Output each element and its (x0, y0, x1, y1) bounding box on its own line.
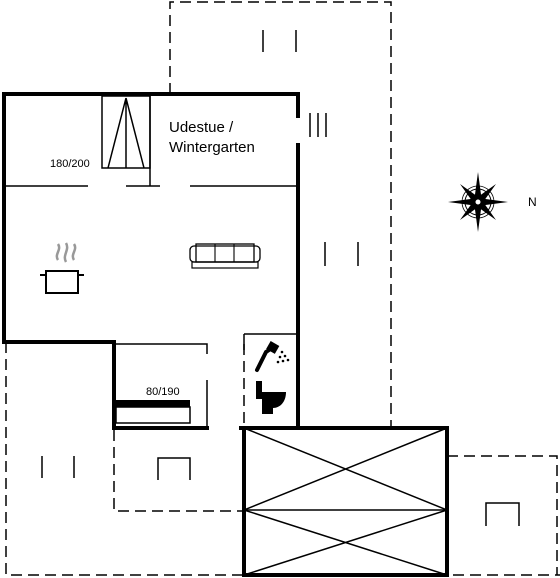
house-walls (2, 92, 449, 430)
outdoor-stools (157, 457, 520, 526)
annex-outline (242, 426, 449, 577)
stool-icon (485, 502, 520, 526)
bed-1-size-label: 180/200 (50, 158, 90, 170)
stool-icon (157, 457, 191, 480)
window-marks (41, 30, 359, 478)
shower-icon (255, 341, 290, 372)
sofa-icon (189, 243, 261, 269)
stair-arrow (107, 97, 145, 169)
compass-rose-icon (448, 172, 508, 232)
bed-2-size-label: 80/190 (146, 386, 180, 398)
bed-icon (115, 400, 191, 424)
lower-terrace-outline (113, 430, 244, 512)
cooking-pot-icon (40, 242, 84, 294)
annex-cross (243, 427, 448, 576)
toilet-icon (256, 381, 286, 414)
sunroom-label-line2: Wintergarten (169, 139, 255, 156)
east-terrace-outline (447, 455, 558, 575)
compass-north-label: N (528, 195, 537, 209)
stair-icon (101, 95, 151, 169)
bedroom-2-wall-north (114, 343, 208, 354)
north-terrace-outline (169, 1, 392, 428)
outdoor-areas (5, 1, 560, 576)
sunroom-label-line1: Udestue / (169, 119, 234, 136)
annex-block (242, 426, 449, 577)
south-terrace-outline (5, 342, 560, 576)
